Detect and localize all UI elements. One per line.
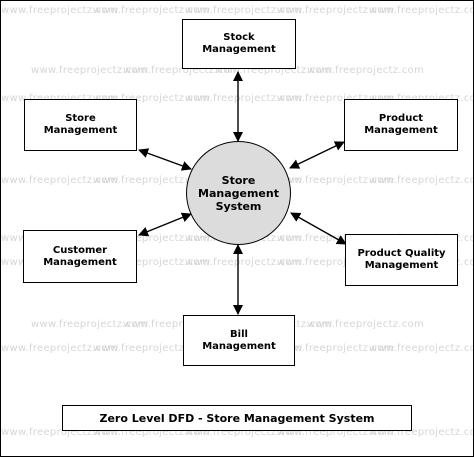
entity-stock-management: Stock Management [182, 19, 296, 69]
entity-label: Stock Management [202, 32, 276, 55]
entity-store-management: Store Management [24, 99, 137, 151]
diagram-caption: Zero Level DFD - Store Management System [62, 405, 412, 431]
entity-label: Product Quality Management [357, 248, 446, 271]
flow-store [138, 148, 192, 171]
entity-label: Store Management [43, 113, 118, 136]
process-label: Store Management System [198, 173, 279, 213]
entity-customer-management: Customer Management [23, 230, 137, 283]
caption-text: Zero Level DFD - Store Management System [99, 411, 375, 425]
entity-label: Customer Management [43, 244, 117, 268]
entity-label: Bill Management [202, 328, 276, 352]
entity-product-management: Product Management [344, 99, 458, 151]
flow-customer [138, 212, 192, 237]
entity-label: Product Management [364, 113, 438, 136]
flow-product-quality [290, 212, 347, 245]
entity-product-quality-management: Product Quality Management [345, 234, 458, 286]
process-store-management-system: Store Management System [186, 141, 291, 245]
entity-bill-management: Bill Management [183, 315, 295, 366]
flow-product [289, 141, 345, 169]
